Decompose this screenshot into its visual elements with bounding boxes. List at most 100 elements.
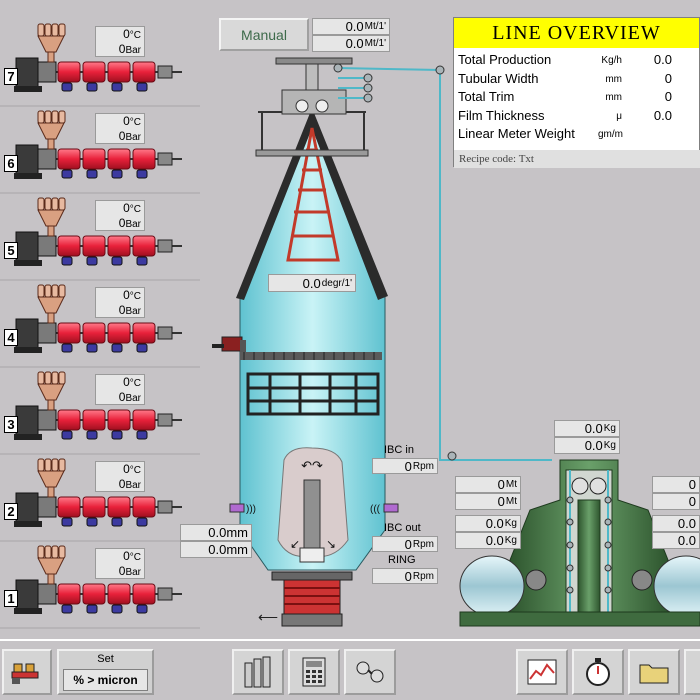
extruder-gearbox <box>37 496 57 518</box>
extruder-number[interactable]: 3 <box>4 416 18 433</box>
overview-row-unit: mm <box>605 92 622 103</box>
extruder-heater-band <box>82 496 106 518</box>
extruder-gearbox <box>37 322 57 344</box>
extruder-hopper-neck <box>47 225 55 237</box>
svg-text:↙: ↙ <box>290 537 300 551</box>
overview-row-value: 0.0 <box>653 52 672 67</box>
extruder-number[interactable]: 6 <box>4 155 18 172</box>
extruder-heater-band <box>57 583 81 605</box>
trend-chart-button[interactable] <box>516 649 568 695</box>
extruder-cooling-fan <box>86 82 98 92</box>
trend-chart-icon <box>527 659 557 685</box>
extruder-feed-tube <box>58 197 66 211</box>
overview-row-unit: μ <box>616 110 622 122</box>
extruder-drive <box>15 318 39 350</box>
overview-row-unit: mm <box>605 73 622 85</box>
extruder-hopper-neck <box>47 399 55 411</box>
winder-right-weight-2: 0.0 <box>652 532 700 549</box>
extruder-temperature: 0°C <box>123 549 141 563</box>
extruder-base <box>14 521 42 527</box>
process-diagram: ↶↷ ↙ ↘ ))) ((( ⟵ <box>0 23 700 629</box>
extruder-machine <box>0 458 200 542</box>
extruder-machine <box>0 371 200 455</box>
overview-row-label: Film Thickness <box>458 107 545 123</box>
overview-row-label: Total Trim <box>458 89 515 104</box>
set-mode-button[interactable]: % > micron <box>63 669 148 691</box>
timer-button[interactable] <box>572 649 624 695</box>
material-tanks-button[interactable] <box>232 649 284 695</box>
folder-icon <box>639 664 669 684</box>
extruder-number[interactable]: 7 <box>4 68 18 85</box>
overview-row-value: 0 <box>664 70 672 86</box>
extruder-cooling-fan <box>136 343 148 353</box>
recipe-code[interactable]: Recipe code: Txt <box>454 150 700 168</box>
overview-row-label: Linear Meter Weight <box>458 126 575 141</box>
extruder-base <box>14 434 42 440</box>
extruder-cooling-fan <box>136 430 148 440</box>
extruder-temperature: 0°C <box>123 375 141 389</box>
extruder-cooling-fan <box>111 82 123 92</box>
extruder-base <box>14 260 42 266</box>
overview-row-value: 0 <box>664 89 672 104</box>
extruder-feed-tube <box>44 458 52 472</box>
extruder-heater-band <box>82 235 106 257</box>
ibc-out-label: IBC out <box>384 522 421 534</box>
extruder-feed-tube <box>44 545 52 559</box>
extruder-hopper <box>37 122 65 140</box>
extruder-cooling-fan <box>136 517 148 527</box>
extruder-base <box>14 608 42 614</box>
extruder-heater-band <box>82 322 106 344</box>
extruder-heater-band <box>132 496 156 518</box>
extruder-hopper-neck <box>47 312 55 324</box>
recipes-folder-button[interactable] <box>628 649 680 695</box>
extruder-feed-tube <box>37 23 45 37</box>
manual-mode-button[interactable]: Manual <box>219 18 309 51</box>
extruder-feed-tube <box>51 197 59 211</box>
overview-row: Total Trim mm 0 <box>458 89 700 107</box>
extruder-number[interactable]: 1 <box>4 590 18 607</box>
extruder-heater-band <box>82 409 106 431</box>
extruder-drive <box>15 144 39 176</box>
next-button[interactable] <box>684 649 700 695</box>
extruder-heater-band <box>57 322 81 344</box>
calculator-button[interactable] <box>288 649 340 695</box>
svg-text:))): ))) <box>246 504 256 515</box>
extruder-number[interactable]: 4 <box>4 329 18 346</box>
extruder-heater-band <box>57 148 81 170</box>
extruder-number[interactable]: 5 <box>4 242 18 259</box>
extruder-cooling-fan <box>111 343 123 353</box>
extruder-cooling-fan <box>111 256 123 266</box>
extruder-number[interactable]: 2 <box>4 503 18 520</box>
calculator-icon <box>302 657 326 687</box>
extruder-heater-band <box>107 61 131 83</box>
extruder-heater-band <box>57 235 81 257</box>
extruders-overview-button[interactable] <box>2 649 52 695</box>
extruder-heater-band <box>82 61 106 83</box>
extruder-pressure: 0Bar <box>118 42 141 56</box>
set-group: Set % > micron <box>57 649 154 695</box>
extruder-drive <box>15 579 39 611</box>
winder-unit <box>459 459 700 627</box>
extruder-feed-tube <box>51 545 59 559</box>
extruder-nozzle <box>157 239 173 253</box>
extruder-heater-band <box>57 61 81 83</box>
network-button[interactable] <box>344 649 396 695</box>
extruder-hopper-neck <box>47 138 55 150</box>
extruder-nozzle <box>157 500 173 514</box>
tank-stack-icon <box>244 656 271 688</box>
extruder-feed-tube <box>58 284 66 298</box>
extruder-cooling-fan <box>61 604 73 614</box>
